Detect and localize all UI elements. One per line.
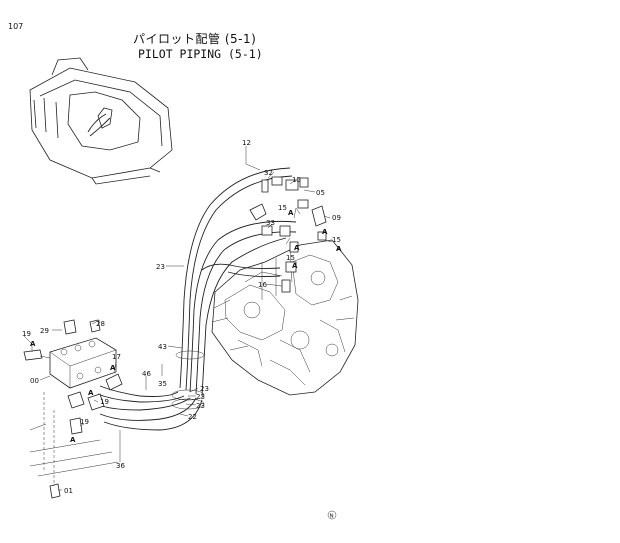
callout-A7: A — [110, 364, 116, 372]
callout-15c: 15 — [332, 236, 341, 244]
callouts: 12 32 15 05 A 15 09 A 33 15 A A 15 A 23 … — [22, 139, 342, 520]
callout-23d: 23 — [196, 402, 205, 410]
callout-A4: A — [294, 244, 300, 252]
pilot-hose-bundle — [95, 167, 297, 431]
distribution-block — [23, 319, 123, 499]
upper-fittings — [249, 176, 327, 293]
callout-29: 29 — [40, 327, 49, 335]
callout-19b: 19 — [100, 398, 109, 406]
callout-33: 33 — [266, 219, 275, 227]
callout-A2: A — [322, 228, 328, 236]
callout-A1: A — [288, 209, 294, 217]
callout-16: 16 — [258, 281, 267, 289]
title-japanese: パイロット配管 (5-1) — [133, 32, 257, 46]
callout-46: 46 — [142, 370, 151, 378]
floor-outline — [29, 423, 119, 477]
callout-43: 43 — [158, 343, 167, 351]
callout-22: 22 — [188, 413, 197, 421]
callout-A5: A — [292, 262, 298, 270]
callout-35: 35 — [158, 380, 167, 388]
callout-A6: A — [30, 340, 36, 348]
callout-01: 01 — [64, 487, 73, 495]
callout-N: N — [330, 514, 334, 520]
circled-mark — [327, 510, 337, 520]
callout-19a: 19 — [22, 330, 31, 338]
callout-23a: 23 — [156, 263, 165, 271]
callout-A8: A — [88, 389, 94, 397]
callout-32: 32 — [264, 169, 273, 177]
callout-00: 00 — [30, 377, 39, 385]
callout-12: 12 — [242, 139, 251, 147]
callout-15b: 15 — [278, 204, 287, 212]
leader-lines — [23, 146, 333, 491]
callout-17: 17 — [112, 353, 121, 361]
callout-23c: 23 — [196, 393, 205, 401]
callout-36: 36 — [116, 462, 125, 470]
excavator-location-sketch — [29, 57, 173, 185]
control-valve-block — [211, 239, 359, 396]
page-number: 107 — [8, 22, 24, 31]
callout-09: 09 — [332, 214, 341, 222]
callout-23b: 23 — [200, 385, 209, 393]
callout-05: 05 — [316, 189, 325, 197]
callout-15d: 15 — [286, 254, 295, 262]
callout-28: 28 — [96, 320, 105, 328]
title-english: PILOT PIPING (5-1) — [138, 47, 263, 61]
callout-19c: 19 — [80, 418, 89, 426]
callout-15a: 15 — [292, 176, 301, 184]
callout-A9: A — [70, 436, 76, 444]
callout-A3: A — [336, 245, 342, 253]
